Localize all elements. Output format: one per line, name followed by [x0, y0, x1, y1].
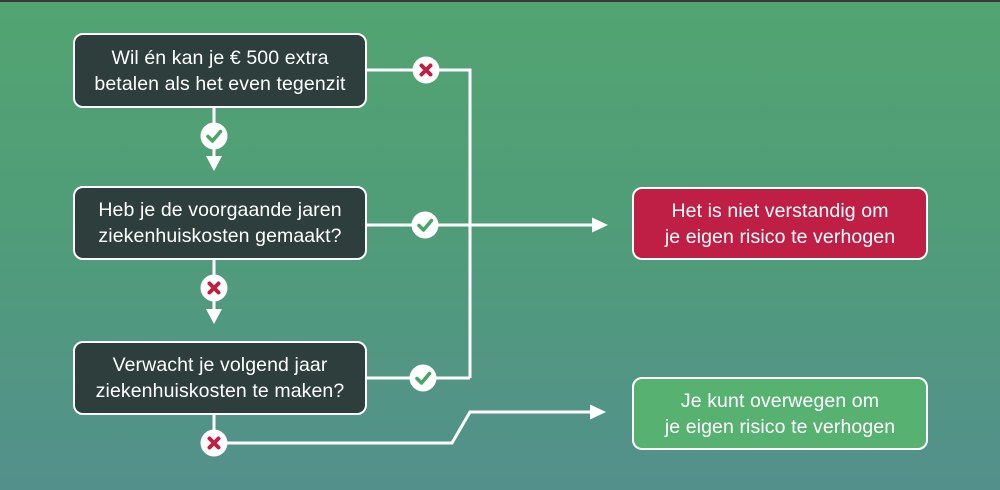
check-icon — [409, 364, 437, 392]
question-text-line: Verwacht je volgend jaar — [112, 354, 328, 376]
question-text-line: ziekenhuiskosten te maken? — [95, 380, 345, 402]
arrowhead-icon — [592, 217, 608, 233]
cross-icon — [200, 429, 228, 457]
outcome-text-line: je eigen risico te verhogen — [664, 415, 896, 438]
question-text-line: Heb je de voorgaande jaren — [98, 199, 342, 221]
outcome-text-line: Je kunt overwegen om — [680, 389, 880, 412]
arrowhead-icon — [206, 156, 222, 171]
question-box-expected-hospital-costs: Verwacht je volgend jaar ziekenhuiskoste… — [73, 341, 367, 415]
outcome-text-line: Het is niet verstandig om — [671, 199, 889, 222]
outcome-box-consider: Je kunt overwegen om je eigen risico te … — [632, 377, 928, 450]
outcome-box-not-wise: Het is niet verstandig om je eigen risic… — [632, 187, 928, 260]
cross-icon — [200, 274, 228, 302]
question-text-line: ziekenhuiskosten gemaakt? — [98, 225, 342, 247]
arrowhead-icon — [206, 309, 222, 324]
cross-icon — [412, 56, 440, 84]
top-edge-line — [0, 0, 1000, 2]
question-text-line: betalen als het even tegenzit — [94, 72, 346, 95]
check-icon — [411, 211, 439, 239]
connector-q3-no — [226, 410, 592, 445]
question-box-pay-extra: Wil én kan je € 500 extra betalen als he… — [73, 33, 367, 108]
connector-q1-no-elbow — [367, 68, 472, 378]
check-icon — [200, 122, 228, 150]
outcome-text-line: je eigen risico te verhogen — [664, 225, 896, 248]
arrowhead-icon — [590, 404, 606, 420]
question-text-line: Wil én kan je € 500 extra — [111, 46, 329, 69]
question-box-past-hospital-costs: Heb je de voorgaande jaren ziekenhuiskos… — [73, 186, 367, 260]
